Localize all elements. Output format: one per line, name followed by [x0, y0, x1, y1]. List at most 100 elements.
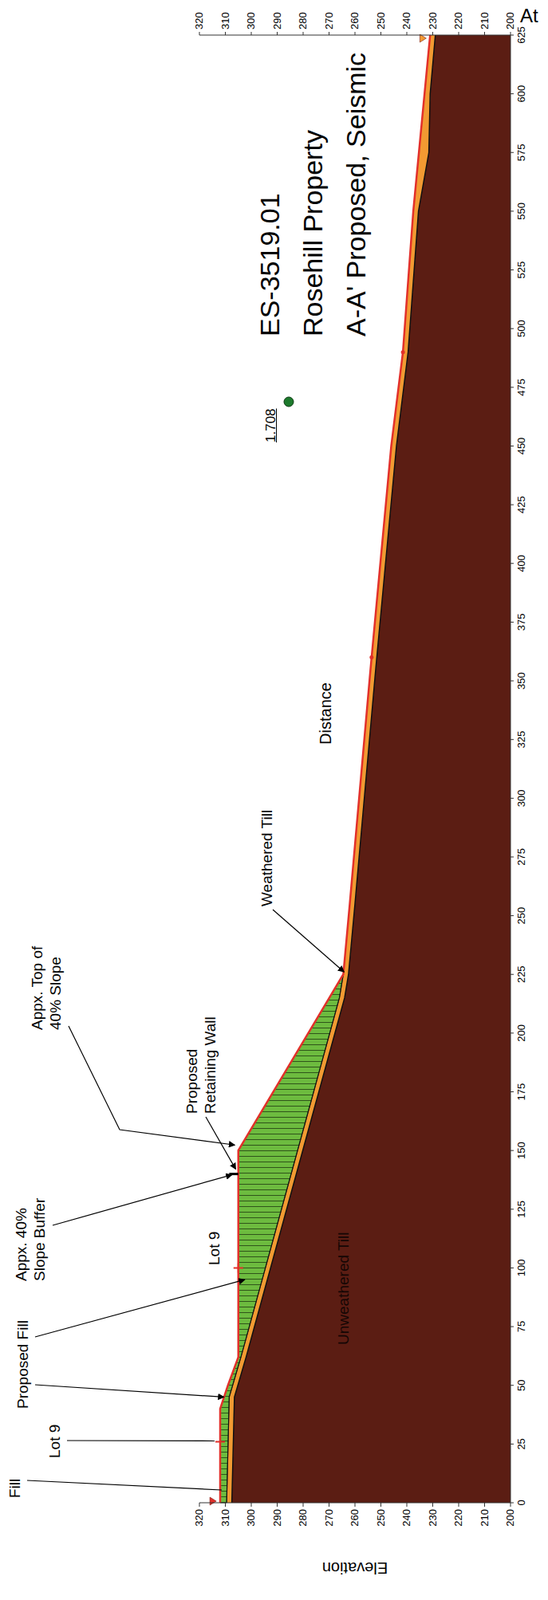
axis-tick: [432, 1503, 434, 1508]
axis-tick: [510, 152, 514, 154]
lot-marker: [215, 1437, 225, 1447]
axis-tick: [510, 974, 514, 976]
axis-tick: [510, 1268, 514, 1270]
axis-tick: [276, 31, 278, 36]
axis-tick: [510, 856, 514, 858]
axis-tick: [199, 31, 201, 36]
axis-tick-label: 280: [296, 11, 310, 30]
axis-tick: [510, 93, 514, 95]
annotation-label: Appx. 40% Slope Buffer: [12, 1182, 50, 1282]
axis-tick: [251, 31, 253, 36]
axis-tick-label: 50: [515, 1380, 529, 1392]
axis-tick-label: 250: [374, 11, 388, 30]
bottom-axis: [510, 35, 512, 1504]
axis-tick: [276, 1503, 278, 1508]
axis-tick: [458, 1503, 460, 1508]
axis-tick-label: 425: [515, 496, 529, 514]
axis-tick: [510, 386, 514, 388]
axis-tick: [432, 31, 434, 36]
axis-tick-label: 270: [323, 1509, 336, 1528]
axis-tick-label: 0: [515, 1500, 529, 1507]
title-text: A-A' Proposed, Seismic: [339, 52, 373, 337]
axis-tick-label: 210: [478, 1509, 492, 1528]
annotation-label: Proposed Retaining Wall: [183, 1006, 221, 1115]
axis-tick: [510, 1503, 514, 1505]
axis-tick-label: 300: [515, 789, 529, 808]
axis-tick: [510, 1503, 512, 1508]
axis-tick: [510, 328, 514, 330]
axis-tick: [510, 915, 514, 917]
annotation-label: Proposed Fill: [14, 1320, 33, 1410]
axis-tick: [510, 739, 514, 741]
axis-tick: [510, 681, 514, 683]
axis-tick: [510, 622, 514, 623]
axis-tick: [328, 31, 330, 36]
axis-tick-label: 450: [515, 437, 529, 456]
till-boundary-line: [232, 35, 436, 1504]
axis-tick-label: 200: [515, 1025, 529, 1043]
axis-tick-label: 350: [515, 672, 529, 690]
axis-tick: [303, 31, 304, 36]
annotation-label: Weathered Till: [258, 810, 277, 907]
leader-line: [52, 1175, 233, 1227]
axis-tick: [510, 210, 514, 212]
axis-tick-label: 150: [515, 1142, 529, 1160]
axis-tick-label: 230: [426, 1509, 440, 1528]
axis-tick: [510, 1209, 514, 1211]
plot-layer: [27, 31, 514, 1508]
axis-tick-label: 320: [193, 1509, 206, 1528]
axis-tick: [510, 35, 514, 36]
axis-tick-label: 300: [244, 1509, 258, 1528]
axis-tick-label: 225: [515, 965, 529, 984]
axis-tick: [380, 31, 382, 36]
axis-tick-label: 290: [271, 11, 284, 30]
axis-tick: [510, 31, 512, 36]
axis-tick-label: 260: [348, 11, 362, 30]
axis-tick-label: 575: [515, 143, 529, 162]
axis-tick: [484, 31, 485, 36]
page-header-text: At: [520, 4, 539, 28]
surface-point: [401, 350, 406, 355]
surface-point: [369, 655, 374, 660]
axis-tick-label: 250: [374, 1509, 388, 1528]
axis-tick-label: 220: [452, 1509, 466, 1528]
axis-tick: [354, 1503, 356, 1508]
axis-tick-label: 75: [515, 1321, 529, 1333]
axis-tick: [406, 1503, 408, 1508]
axis-tick-label: 240: [400, 11, 414, 30]
axis-tick-label: 290: [271, 1509, 284, 1528]
axis-tick-label: 275: [515, 848, 529, 867]
axis-title: Distance: [315, 682, 336, 746]
axis-tick-label: 375: [515, 614, 529, 632]
axis-tick: [510, 1444, 514, 1446]
axis-tick-label: 525: [515, 261, 529, 280]
axis-tick: [510, 504, 514, 506]
axis-tick-label: 325: [515, 731, 529, 750]
axis-tick-label: 175: [515, 1084, 529, 1102]
annotation-label: Appx. Top of 40% Slope: [28, 934, 66, 1031]
axis-tick: [484, 1503, 485, 1508]
axis-tick: [354, 31, 356, 36]
leader-line: [205, 1117, 237, 1171]
axis-tick-label: 600: [515, 85, 529, 103]
axis-tick-label: 475: [515, 378, 529, 397]
axis-tick: [510, 1327, 514, 1329]
axis-tick: [380, 1503, 382, 1508]
title-text: ES-3519.01: [253, 193, 287, 337]
axis-tick: [510, 1032, 514, 1034]
axis-tick: [510, 269, 514, 271]
axis-tick-label: 310: [219, 11, 233, 30]
axis-tick-label: 550: [515, 202, 529, 221]
axis-tick-label: 400: [515, 555, 529, 573]
leader-line: [272, 910, 344, 973]
axis-tick-label: 310: [219, 1509, 233, 1528]
original-ground-line: [226, 974, 343, 1504]
axis-tick-label: 260: [348, 1509, 362, 1528]
factor-of-safety: 1.708: [263, 408, 280, 443]
slip-centre-dot: [283, 397, 294, 407]
axis-tick: [251, 1503, 253, 1508]
title-text: Rosehill Property: [296, 130, 330, 337]
axis-tick: [224, 1503, 226, 1508]
axis-tick-label: 25: [515, 1438, 529, 1451]
